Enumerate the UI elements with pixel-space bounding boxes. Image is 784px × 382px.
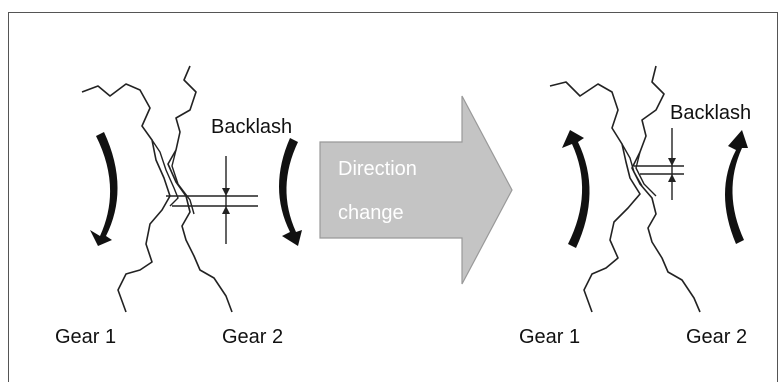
gear-1-label-left: Gear 1	[55, 326, 117, 348]
gear-2-label-left: Gear 2	[222, 326, 284, 348]
gear-1-profile-left-inner	[151, 139, 179, 207]
rotation-arrow-gear-2-right	[725, 130, 748, 244]
gear-2-profile-left-inner	[171, 149, 195, 215]
direction-change-label-line-2: change	[338, 202, 404, 224]
gear-2-profile-right	[631, 65, 701, 313]
gear-1-profile-left	[81, 83, 171, 313]
gear-1-profile-right	[549, 81, 641, 313]
rotation-arrow-gear-2-left	[279, 138, 302, 246]
rotation-arrow-gear-1-left	[90, 132, 118, 246]
gear-1-label-right: Gear 1	[519, 326, 581, 348]
gear-2-label-right: Gear 2	[686, 326, 748, 348]
backlash-label-left: Backlash	[211, 116, 293, 138]
backlash-label-right: Backlash	[670, 102, 752, 124]
direction-change-label-line-1: Direction	[338, 158, 417, 180]
rotation-arrow-gear-1-right	[562, 130, 590, 248]
direction-change-arrow	[319, 95, 513, 285]
gear-2-profile-right-inner	[635, 151, 657, 197]
gear-2-profile-left	[167, 65, 233, 313]
diagram-frame	[8, 12, 778, 382]
